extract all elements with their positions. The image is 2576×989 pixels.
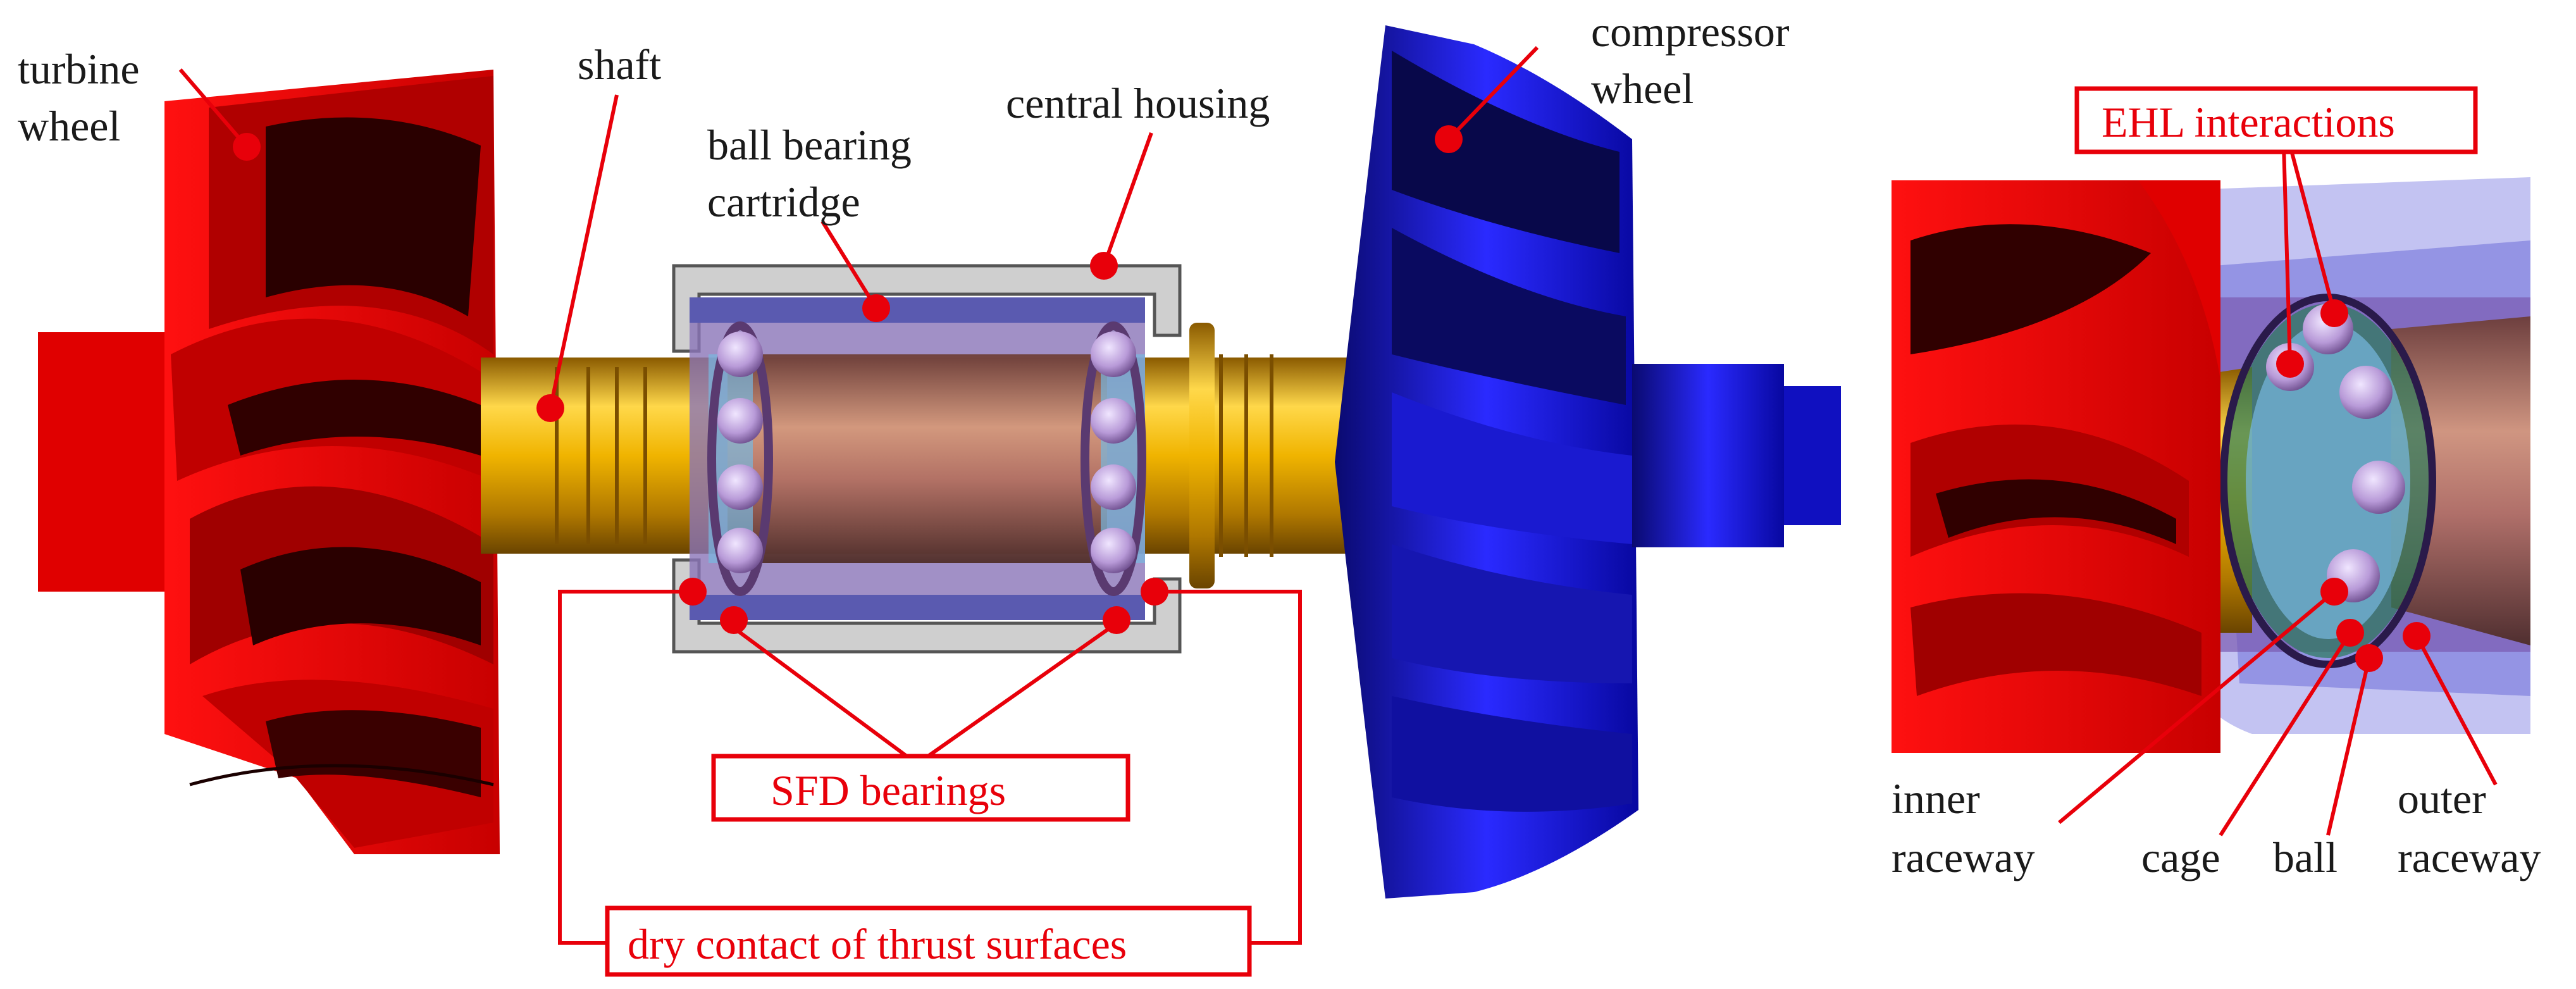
leader-lines xyxy=(178,46,2498,945)
dry-contact-box xyxy=(605,905,1252,977)
annotation-dots xyxy=(233,125,2430,672)
turbine-wheel xyxy=(38,70,500,854)
label-sfd-bearings: SFD bearings xyxy=(771,766,1006,814)
label-turbine-wheel: wheel xyxy=(18,102,120,150)
sfd-bearings-box xyxy=(711,754,1130,822)
label-turbine: turbine xyxy=(18,45,140,93)
label-compressor: compressor xyxy=(1591,8,1790,56)
ehl-interactions-box xyxy=(2074,86,2478,154)
label-outer: outer xyxy=(2398,774,2486,823)
label-ball: ball xyxy=(2273,833,2338,881)
label-cage: cage xyxy=(2141,833,2220,881)
label-ball-bearing: ball bearing xyxy=(707,121,912,169)
label-cartridge: cartridge xyxy=(707,178,860,226)
label-inner: inner xyxy=(1892,774,1980,823)
label-dry-contact: dry contact of thrust surfaces xyxy=(628,920,1127,968)
label-ehl-interactions: EHL interactions xyxy=(2102,98,2395,146)
label-shaft: shaft xyxy=(578,40,661,89)
label-inner-raceway: raceway xyxy=(1892,833,2034,881)
compressor-wheel xyxy=(1335,25,1841,899)
label-compressor-wheel: wheel xyxy=(1591,65,1694,113)
ball-bearing-cartridge xyxy=(690,297,1146,620)
label-outer-raceway: raceway xyxy=(2398,833,2541,881)
label-central-housing: central housing xyxy=(1006,79,1270,127)
bearing-detail-view xyxy=(1892,177,2530,753)
